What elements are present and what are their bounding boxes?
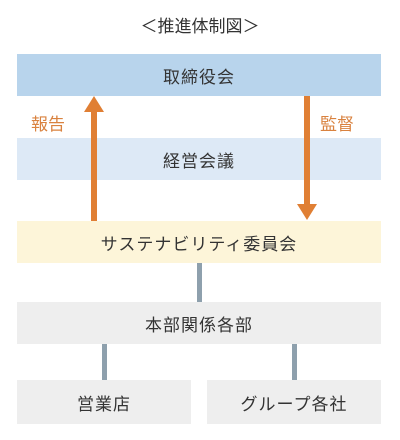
branches-box: 営業店 — [17, 380, 191, 424]
supervise-label: 監督 — [320, 115, 354, 135]
group-companies-label: グループ各社 — [240, 394, 348, 415]
sustainability-label: サステナビリティ委員会 — [100, 234, 298, 255]
sustainability-box: サステナビリティ委員会 — [17, 221, 381, 263]
connector-departments-branches — [102, 344, 107, 380]
management-label: 経営会議 — [163, 151, 235, 172]
branches-label: 営業店 — [77, 394, 131, 415]
connector-departments-group — [292, 344, 297, 380]
diagram-title: ＜推進体制図＞ — [140, 17, 260, 37]
management-box: 経営会議 — [17, 138, 381, 180]
connector-sustainability-departments — [197, 263, 202, 302]
report-arrow — [84, 96, 104, 221]
group-companies-box: グループ各社 — [207, 380, 381, 424]
board-label: 取締役会 — [163, 67, 235, 88]
board-box: 取締役会 — [17, 54, 381, 96]
departments-label: 本部関係各部 — [145, 315, 253, 336]
supervise-arrow — [297, 96, 317, 220]
report-label: 報告 — [31, 115, 65, 135]
departments-box: 本部関係各部 — [17, 302, 381, 344]
